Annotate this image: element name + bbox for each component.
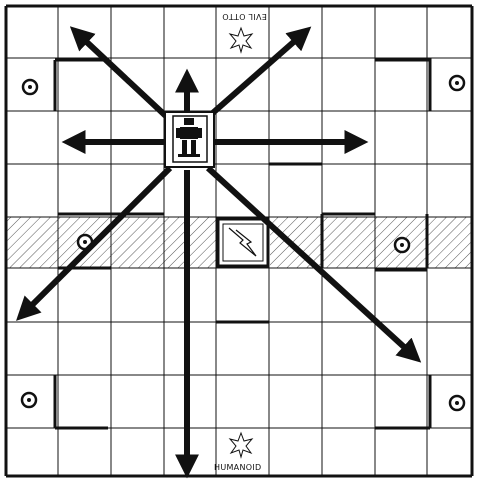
marker-right-top[interactable] [450,76,464,90]
starburst-icon-bottom [230,433,252,457]
starburst-icon-top [230,28,252,52]
start-label-humanoid: HUMANOID [214,463,261,472]
lightning-tile[interactable] [218,219,268,266]
robot-piece[interactable] [165,112,214,167]
marker-left-bottom[interactable] [22,393,36,407]
marker-right-bottom[interactable] [450,396,464,410]
arrow-north-east [207,32,305,118]
marker-left-top[interactable] [23,80,37,94]
marker-barrier-right[interactable] [395,238,409,252]
start-label-evil-otto: EVIL OTTO [222,12,267,21]
arrow-north-west [76,32,168,118]
